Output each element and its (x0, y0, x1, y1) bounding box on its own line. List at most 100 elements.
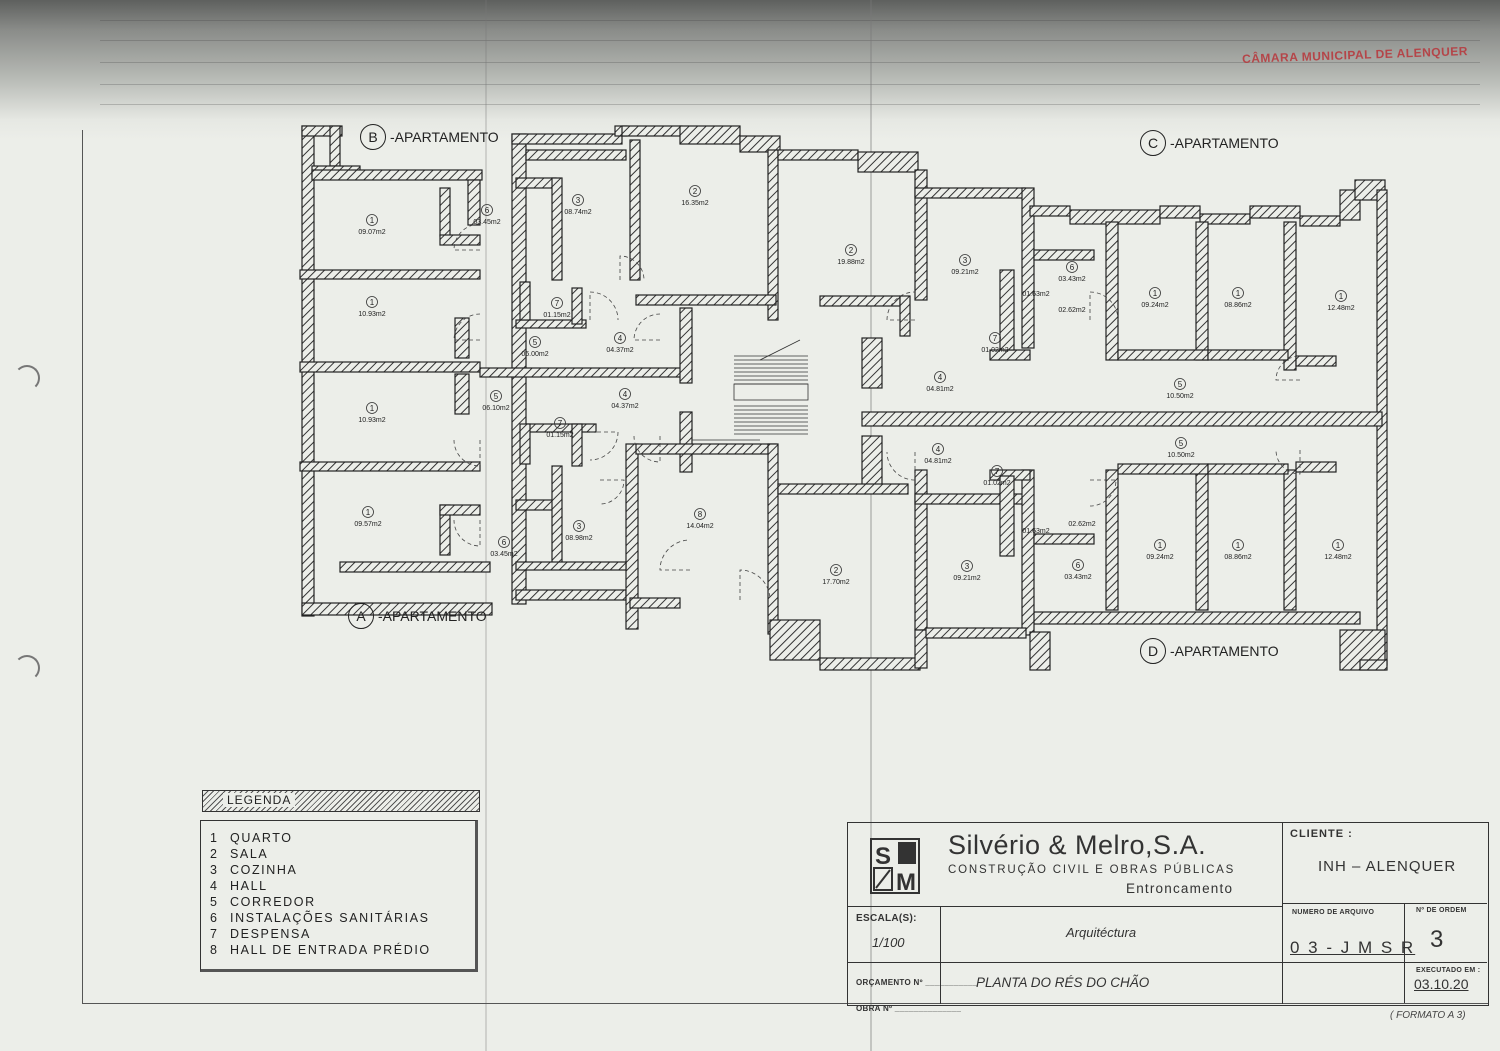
order-number-label: Nº DE ORDEM (1416, 907, 1467, 914)
room-area: 03.43m2 (1064, 574, 1091, 581)
room-number: 7 (558, 419, 563, 428)
wall (819, 657, 921, 671)
stair-landing (733, 383, 809, 401)
apartment-d-text: -APARTAMENTO (1170, 643, 1279, 659)
wall (861, 411, 1383, 427)
wall (1105, 221, 1119, 361)
door-swing (739, 569, 771, 601)
room-number: 1 (366, 508, 371, 517)
door-swing (1089, 291, 1119, 321)
archive-number-label: NUMERO DE ARQUIVO (1292, 909, 1375, 916)
wall (635, 443, 777, 455)
date-value: 03.10.20 (1414, 976, 1469, 992)
room-number: 6 (1076, 561, 1081, 570)
wall (551, 465, 563, 569)
wall (861, 337, 883, 389)
room-number-circle (573, 520, 585, 532)
scan-artifact (100, 40, 1480, 41)
room-area: 10.93m2 (358, 417, 385, 424)
wall (1207, 349, 1289, 361)
apartment-a-text: -APARTAMENTO (378, 608, 487, 624)
wall (439, 187, 451, 237)
room-number-circle (498, 536, 510, 548)
door-swing (1089, 479, 1117, 507)
room-number-circle (1332, 539, 1344, 551)
room-label: 404.81m2 (926, 371, 954, 393)
wall (515, 177, 557, 189)
room-label: 109.07m2 (358, 214, 386, 236)
room-area: 17.70m2 (822, 579, 849, 586)
room-area: 12.48m2 (1327, 305, 1354, 312)
room-number: 3 (965, 562, 970, 571)
wall (629, 597, 681, 609)
wall (1029, 205, 1071, 217)
wall (1105, 469, 1119, 611)
wall (1195, 469, 1209, 611)
room-number-circle (1072, 559, 1084, 571)
room-number-circle (1174, 378, 1186, 390)
apartment-d-label: D -APARTAMENTO (1140, 638, 1279, 664)
wall (1159, 205, 1201, 219)
room-number-circle (1232, 287, 1244, 299)
room-label: 2 17.70m2 (822, 564, 850, 586)
door-swing (453, 313, 481, 341)
door-swing (1275, 355, 1301, 381)
room-area: 03.45m2 (490, 551, 517, 558)
company-logo: S M (870, 838, 920, 894)
wall (777, 483, 909, 495)
room-number: 5 (533, 338, 538, 347)
wall (439, 504, 481, 516)
room-area: 10.50m2 (1166, 393, 1193, 400)
room-number-circle (490, 390, 502, 402)
wall (625, 443, 639, 630)
room-number-circle (366, 296, 378, 308)
wall (679, 307, 693, 384)
room-number-circle (1232, 539, 1244, 551)
scan-artifact (100, 84, 1480, 85)
room-label: 603.43m2 (1058, 261, 1086, 283)
staircase (692, 339, 809, 441)
wall (1021, 469, 1035, 636)
door-swing (599, 479, 625, 505)
room-label: 1 09.57m2 (354, 506, 382, 528)
door-swing (589, 291, 619, 321)
apartment-b-letter: B (360, 124, 386, 150)
room-number-circle (619, 388, 631, 400)
room-area: 09.21m2 (953, 575, 980, 582)
door-swing (633, 435, 661, 463)
room-area: 01.63m2 (1022, 528, 1049, 535)
room-area: 08.86m2 (1224, 554, 1251, 561)
apartment-a-label: A -APARTAMENTO (348, 603, 487, 629)
wall (515, 499, 557, 511)
room-label: 404.81m2 (924, 443, 952, 465)
firm-name: Silvério & Melro,S.A. (948, 830, 1207, 860)
room-label: 701.15m2 (543, 297, 571, 319)
room-label: 112.48m2 (1324, 539, 1352, 561)
wall (925, 627, 1027, 639)
door-swing (886, 451, 916, 481)
room-number: 6 (502, 538, 507, 547)
room-number: 2 (693, 187, 698, 196)
door-swings (453, 223, 1301, 601)
room-area: 03.43m2 (1058, 276, 1085, 283)
wall (454, 317, 470, 359)
wall (914, 187, 1026, 199)
wall (629, 139, 641, 281)
wall (1195, 221, 1209, 361)
room-number: 2 (849, 246, 854, 255)
room-area: 19.88m2 (837, 259, 864, 266)
room-number: 1 (1158, 541, 1163, 550)
room-area: 08.98m2 (565, 535, 592, 542)
room-area: 06.10m2 (482, 405, 509, 412)
room-label: 6 03.43m2 (1064, 559, 1092, 581)
room-number: 2 (834, 566, 839, 575)
room-number: 1 (1236, 541, 1241, 550)
room-label: 110.93m2 (358, 296, 386, 318)
room-area: 09.57m2 (354, 521, 381, 528)
room-number: 1 (1236, 289, 1241, 298)
wall (311, 169, 483, 181)
room-area: 01.63m2 (1022, 291, 1049, 298)
